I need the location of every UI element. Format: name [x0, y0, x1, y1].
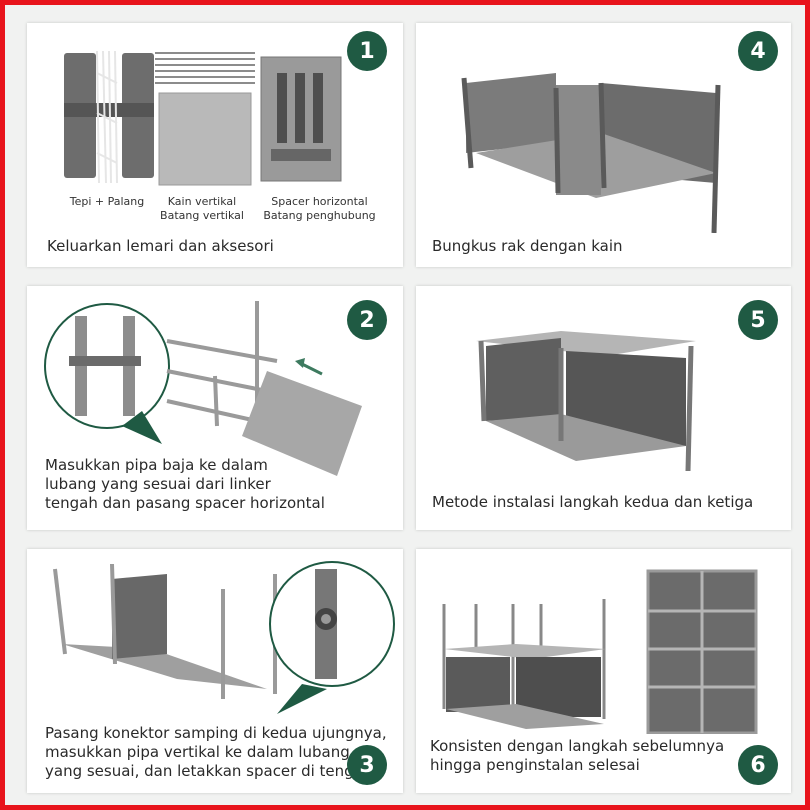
step-4-badge: 4	[738, 31, 778, 71]
step-1-illustration	[64, 50, 342, 186]
step-5-illustration	[476, 331, 696, 472]
step-1-item-spacer: Spacer horizontal Batang penghubung	[263, 195, 376, 222]
step-2-illustration	[44, 301, 362, 476]
step-2-caption: Masukkan pipa baja ke dalam lubang yang …	[45, 456, 325, 512]
step-5-badge: 5	[738, 300, 778, 340]
step-3-panel: Pasang konektor samping di kedua ujungny…	[27, 549, 403, 793]
step-3-illustration	[53, 561, 395, 714]
step-4-illustration	[461, 73, 721, 233]
step-1-panel: Tepi + Palang Kain vertikal Batang verti…	[27, 23, 403, 267]
step-4-panel: Bungkus rak dengan kain 4	[416, 23, 791, 267]
step-2-badge: 2	[347, 300, 387, 340]
step-5-caption: Metode instalasi langkah kedua dan ketig…	[432, 493, 754, 511]
step-6-badge: 6	[738, 745, 778, 785]
step-1-item-vertical: Kain vertikal Batang vertikal	[160, 195, 244, 222]
step-5-panel: Metode instalasi langkah kedua dan ketig…	[416, 286, 791, 530]
step-3-caption: Pasang konektor samping di kedua ujungny…	[45, 724, 387, 780]
step-6-caption: Konsisten dengan langkah sebelumnya hing…	[430, 737, 725, 774]
step-1-item-edge-bar: Tepi + Palang	[69, 195, 145, 208]
step-1-badge: 1	[347, 31, 387, 71]
step-2-panel: Masukkan pipa baja ke dalam lubang yang …	[27, 286, 403, 530]
step-6-illustration	[442, 569, 758, 734]
step-6-panel: Konsisten dengan langkah sebelumnya hing…	[416, 549, 791, 793]
step-3-badge: 3	[347, 745, 387, 785]
step-4-caption: Bungkus rak dengan kain	[432, 237, 623, 255]
step-1-caption: Keluarkan lemari dan aksesori	[47, 237, 274, 255]
